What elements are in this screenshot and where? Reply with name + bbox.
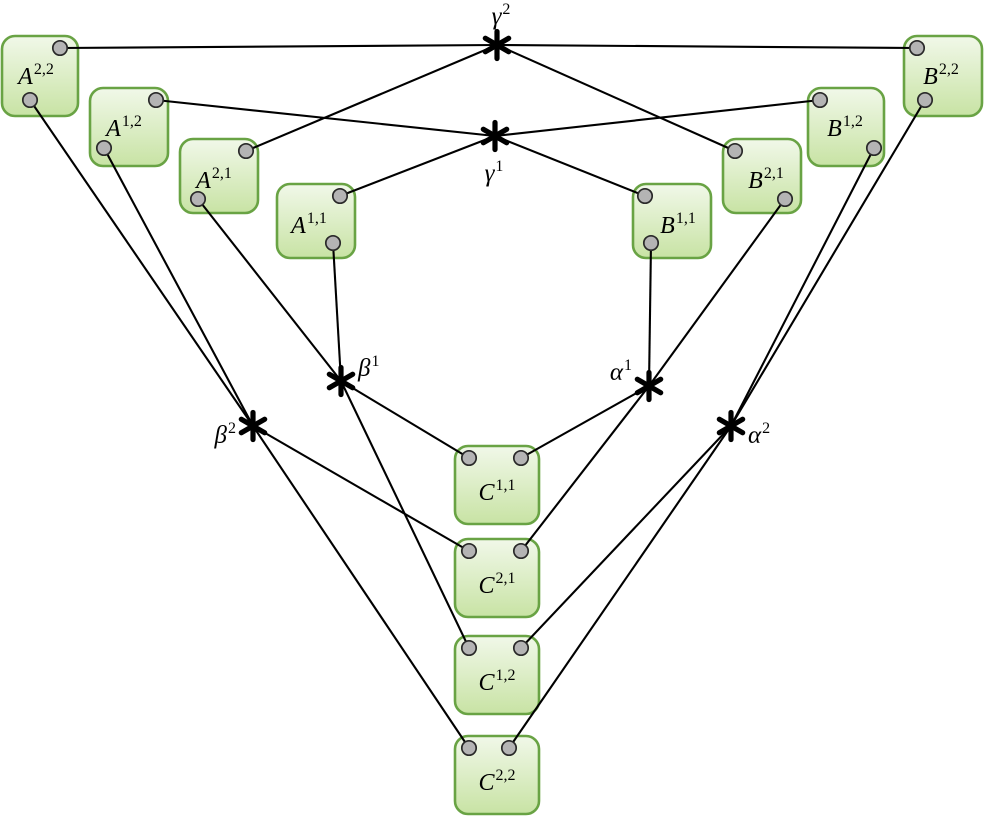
box-rect-c21 <box>453 537 541 619</box>
edge-beta2-a12 <box>103 147 254 427</box>
edge-beta2-a22 <box>29 99 254 427</box>
box-label-a12: A1,2 <box>104 113 142 142</box>
edge-gamma2-b21 <box>496 44 736 152</box>
port-a11-0 <box>331 187 349 205</box>
edge-alpha2-b22 <box>730 99 926 427</box>
box-label-c21: C2,1 <box>478 570 515 599</box>
star-label-gamma2: γ2 <box>492 1 511 30</box>
star-arm-alpha1 <box>634 376 664 396</box>
port-b22-1 <box>916 91 934 109</box>
port-b22-0 <box>908 39 926 57</box>
box-c11 <box>453 444 541 526</box>
port-c12-1 <box>512 639 530 657</box>
port-b21-0 <box>726 142 744 160</box>
edge-alpha1-c11 <box>520 385 650 459</box>
edge-gamma1-b11 <box>494 135 646 197</box>
port-b11-1 <box>642 234 660 252</box>
port-a21-0 <box>237 142 255 160</box>
star-arm-alpha2 <box>716 416 746 436</box>
port-a21-1 <box>189 190 207 208</box>
edge-gamma2-a21 <box>245 44 498 152</box>
box-label-c22: C2,2 <box>478 767 515 796</box>
box-label-a22: A2,2 <box>16 61 54 90</box>
star-label-alpha1: α1 <box>610 357 632 386</box>
port-a12-1 <box>95 139 113 157</box>
stars-layer: γ2 γ1 β1 β2 α1 α2 <box>214 1 771 449</box>
port-b11-0 <box>636 187 654 205</box>
edge-gamma2-a22 <box>59 43 498 50</box>
star-alpha2 <box>716 409 746 443</box>
port-c21-1 <box>512 542 530 560</box>
edge-beta1-a21 <box>197 198 342 382</box>
port-c12-0 <box>460 639 478 657</box>
box-label-a21: A2,1 <box>194 165 232 194</box>
edge-beta2-c22 <box>252 425 470 749</box>
ports-layer <box>21 39 934 757</box>
port-b12-0 <box>811 91 829 109</box>
box-label-b21: B2,1 <box>748 165 784 194</box>
port-a22-1 <box>21 91 39 109</box>
star-arm-beta2 <box>238 416 268 436</box>
star-arm-gamma1 <box>480 126 510 146</box>
star-alpha1 <box>634 369 664 403</box>
star-gamma2 <box>482 28 512 62</box>
star-label-beta1: β1 <box>357 353 379 382</box>
port-c11-1 <box>512 449 530 467</box>
edges-layer <box>29 43 926 749</box>
port-b12-1 <box>865 139 883 157</box>
edge-gamma1-a11 <box>339 135 496 197</box>
box-rect-c11 <box>453 444 541 526</box>
edge-beta1-a11 <box>331 242 343 382</box>
edge-alpha2-c12 <box>520 425 732 649</box>
box-label-b22: B2,2 <box>923 61 959 90</box>
star-beta2 <box>238 409 268 443</box>
star-beta1 <box>326 364 356 398</box>
star-label-gamma1: γ1 <box>485 158 504 187</box>
port-c22-1 <box>500 739 518 757</box>
box-c21 <box>453 537 541 619</box>
edge-beta1-c11 <box>340 380 470 459</box>
box-rect-c22 <box>453 734 541 816</box>
box-label-c12: C1,2 <box>478 667 515 696</box>
port-a22-0 <box>51 39 69 57</box>
box-label-c11: C1,1 <box>478 477 515 506</box>
edge-gamma1-a12 <box>155 98 496 138</box>
edge-beta2-c21 <box>252 425 470 552</box>
edge-alpha1-b21 <box>648 198 786 387</box>
box-labels-layer: A2,2A1,2A2,1A1,1 B1,1 B2,1 B1,2 B2,2C1,1C2,1… <box>16 61 959 796</box>
port-a11-1 <box>324 234 342 252</box>
star-gamma1 <box>480 119 510 153</box>
box-rect-b12 <box>806 86 886 168</box>
star-arm-gamma2 <box>482 35 512 55</box>
star-label-alpha2: α2 <box>748 420 770 449</box>
box-rect-c12 <box>453 634 541 716</box>
box-label-b12: B1,2 <box>827 113 863 142</box>
box-c22 <box>453 734 541 816</box>
port-c11-0 <box>460 449 478 467</box>
star-arm-beta1 <box>326 371 356 391</box>
edge-gamma1-b12 <box>494 98 821 138</box>
port-b21-1 <box>776 190 794 208</box>
edge-alpha1-b11 <box>647 242 653 387</box>
box-label-b11: B1,1 <box>660 210 696 239</box>
box-c12 <box>453 634 541 716</box>
box-label-a11: A1,1 <box>289 210 327 239</box>
edge-alpha1-c21 <box>520 385 650 552</box>
edge-gamma2-b22 <box>496 43 918 50</box>
port-c22-0 <box>460 739 478 757</box>
box-b12 <box>806 86 886 168</box>
edge-alpha2-b12 <box>730 147 875 427</box>
star-label-beta2: β2 <box>214 420 236 449</box>
edge-alpha2-c22 <box>508 425 732 749</box>
port-a12-0 <box>147 91 165 109</box>
port-c21-0 <box>460 542 478 560</box>
